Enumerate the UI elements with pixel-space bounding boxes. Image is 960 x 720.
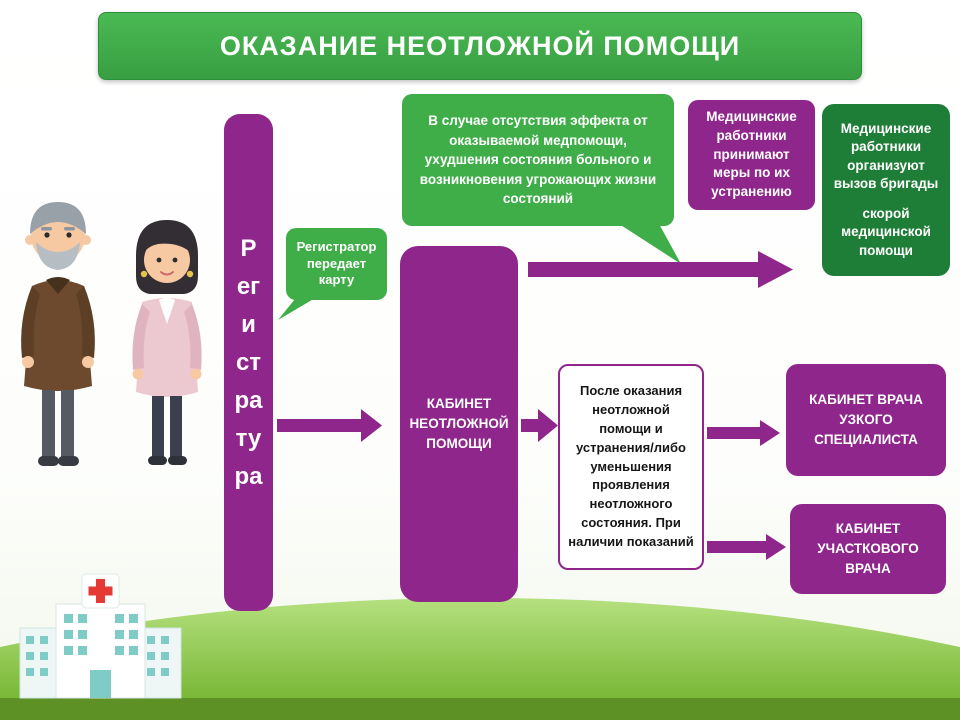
arrow-registry-to-cabinet (277, 409, 382, 442)
arrow-cabinet-to-after-note (521, 409, 558, 442)
page-title: ОКАЗАНИЕ НЕОТЛОЖНОЙ ПОМОЩИ (219, 30, 741, 61)
no-effect-note-bubble: В случае отсутствия эффекта от оказываем… (402, 94, 674, 226)
arrow-to-district-cabinet (707, 534, 786, 560)
registry-bar: Регистратура (224, 114, 273, 611)
arrow-cabinet-escalation (528, 251, 793, 288)
registrar-note-bubble: Регистратор передает карту (286, 228, 387, 300)
registry-label: Регистратура (234, 234, 263, 490)
specialist-cabinet-box: КАБИНЕТ ВРАЧА УЗКОГО СПЕЦИАЛИСТА (786, 364, 946, 476)
registrar-bubble-tail (278, 294, 322, 320)
emergency-cabinet-box: КАБИНЕТ НЕОТЛОЖНОЙ ПОМОЩИ (400, 246, 518, 602)
elderly-man-icon (21, 202, 95, 466)
title-banner: ОКАЗАНИЕ НЕОТЛОЖНОЙ ПОМОЩИ (98, 12, 862, 80)
ambulance-call-line1: Медицинские работники организуют вызов б… (833, 121, 939, 191)
hospital-icon (19, 573, 182, 699)
no-effect-bubble-tail (616, 222, 681, 264)
after-care-note-box: После оказания неотложной помощи и устра… (558, 364, 704, 570)
district-cabinet-box: КАБИНЕТ УЧАСТКОВОГО ВРАЧА (790, 504, 946, 594)
woman-icon (132, 220, 202, 465)
staff-measures-box: Медицинские работники принимают меры по … (688, 100, 815, 210)
arrow-to-specialist-cabinet (707, 420, 780, 446)
footer-band (0, 698, 960, 720)
ambulance-call-line2: скорой медицинской помощи (841, 206, 931, 258)
ambulance-call-box: Медицинские работники организуют вызов б… (822, 104, 950, 276)
